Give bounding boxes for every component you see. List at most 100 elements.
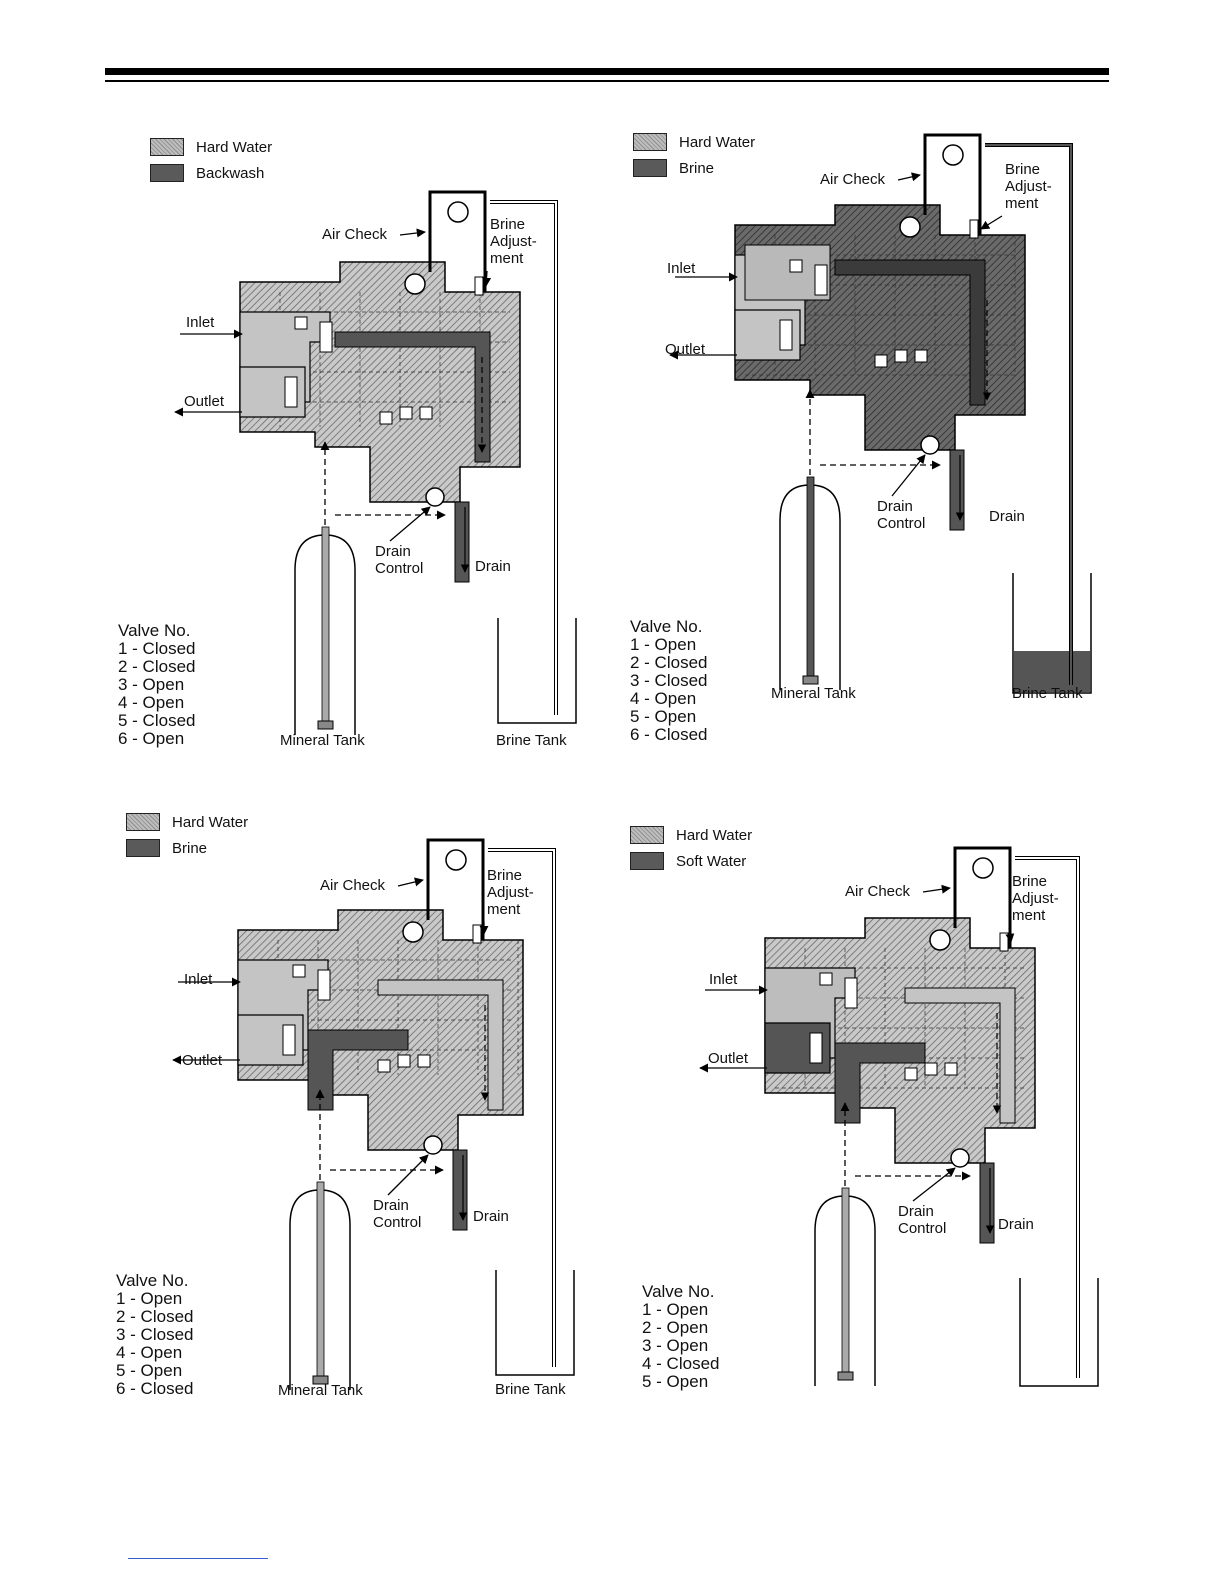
drain-control-label-line: Control — [373, 1214, 422, 1231]
legend-swatch — [633, 159, 667, 177]
brine-adjustment-label-line: Adjust- — [490, 233, 537, 250]
valve-piston — [819, 972, 833, 986]
legend-swatch — [630, 826, 664, 844]
mineral-tank-label: Mineral Tank — [280, 732, 365, 749]
brine-line-inner — [488, 849, 555, 1367]
label-pointer — [891, 454, 926, 497]
hard-water-channel — [377, 979, 504, 1111]
valve-status-item: 4 - Open — [630, 689, 697, 708]
air-check-ball — [972, 857, 994, 879]
air-check-pipe — [953, 846, 1012, 948]
drain-label: Drain — [475, 558, 511, 575]
inlet-label: Inlet — [667, 260, 696, 277]
brine-adjustment-label-line: Brine — [490, 216, 526, 233]
label-pointer — [980, 215, 1003, 230]
label-pointer — [389, 506, 431, 542]
brine-level — [1014, 651, 1090, 692]
air-check-pipe — [923, 133, 982, 235]
valve-status-item: 3 - Closed — [116, 1325, 194, 1344]
label-pointer — [399, 228, 426, 238]
brine-valve-ball — [404, 273, 426, 295]
legend-label: Hard Water — [679, 133, 756, 151]
valve-status-item: 1 - Open — [630, 635, 697, 654]
drain-control-label-line: Control — [898, 1220, 947, 1237]
distributor — [837, 1371, 854, 1381]
legend-swatch — [150, 138, 184, 156]
distributor — [317, 720, 334, 730]
air-check-label: Air Check — [820, 171, 886, 188]
hard-water-channel — [904, 987, 1016, 1124]
distributor — [802, 675, 819, 685]
valve-list-title: Valve No. — [630, 617, 703, 636]
brine-adjustment-label-line: Adjust- — [1005, 178, 1052, 195]
drain-control-ball — [425, 487, 445, 507]
valve-piston — [397, 1054, 411, 1068]
valve-piston — [809, 1032, 823, 1064]
brine-adjustment-label-line: ment — [487, 901, 521, 918]
brine-adjustment-screw — [474, 276, 484, 296]
valve-status-item: 5 - Open — [630, 707, 697, 726]
air-check-ball — [942, 144, 964, 166]
valve-status-item: 2 - Closed — [116, 1307, 194, 1326]
legend-entry: Hard Water — [150, 138, 272, 156]
drain-control-label-line: Drain — [898, 1203, 934, 1220]
legend-label: Backwash — [196, 164, 265, 182]
air-check-label: Air Check — [845, 883, 911, 900]
drain-control-label-line: Drain — [877, 498, 913, 515]
drain-pipe — [452, 1149, 468, 1231]
outlet-label: Outlet — [182, 1052, 223, 1069]
valve-piston — [924, 1062, 938, 1076]
valve-status-item: 6 - Closed — [630, 725, 708, 744]
outlet-label: Outlet — [184, 393, 225, 410]
valve-status-item: 3 - Open — [118, 675, 185, 694]
valve-list-title: Valve No. — [118, 621, 191, 640]
outlet-label: Outlet — [708, 1050, 749, 1067]
brine-line-inner — [985, 144, 1072, 685]
drain-control-ball — [920, 435, 940, 455]
legend-entry: Hard Water — [126, 813, 248, 831]
header-rule-thin — [105, 80, 1109, 82]
drain-control-label-line: Control — [375, 560, 424, 577]
drain-label: Drain — [989, 508, 1025, 525]
valve-status-item: 4 - Open — [116, 1343, 183, 1362]
brine-adjustment-label-line: Adjust- — [1012, 890, 1059, 907]
riser-tube — [316, 1181, 325, 1381]
valve-piston — [814, 264, 828, 296]
label-pointer — [397, 877, 424, 887]
legend-entry: Backwash — [150, 164, 272, 182]
label-pointer — [922, 884, 951, 894]
legend-swatch — [630, 852, 664, 870]
legend-label: Hard Water — [172, 813, 249, 831]
brine-valve-ball — [929, 929, 951, 951]
brine-valve-ball — [899, 216, 921, 238]
valve-piston — [874, 354, 888, 368]
header-rule-thick — [105, 68, 1109, 75]
valve-status-item: 3 - Closed — [630, 671, 708, 690]
distributor — [312, 1375, 329, 1385]
brine-channel — [307, 1029, 409, 1111]
valve-piston — [417, 1054, 431, 1068]
inlet-label: Inlet — [709, 971, 738, 988]
legend-entry: Hard Water — [630, 826, 752, 844]
valve-piston — [284, 376, 298, 408]
valve-status-item: 5 - Open — [116, 1361, 183, 1380]
legend-swatch — [150, 164, 184, 182]
riser-tube — [806, 476, 815, 681]
soft-water-channel — [834, 1042, 926, 1124]
valve-status-item: 3 - Open — [642, 1336, 709, 1355]
valve-status-item: 2 - Closed — [118, 657, 196, 676]
brine-channel — [834, 259, 986, 406]
legend-label: Brine — [679, 159, 715, 177]
valve-piston — [789, 259, 803, 273]
valve-list-title: Valve No. — [116, 1271, 189, 1290]
brine-adjustment-screw — [472, 924, 482, 944]
